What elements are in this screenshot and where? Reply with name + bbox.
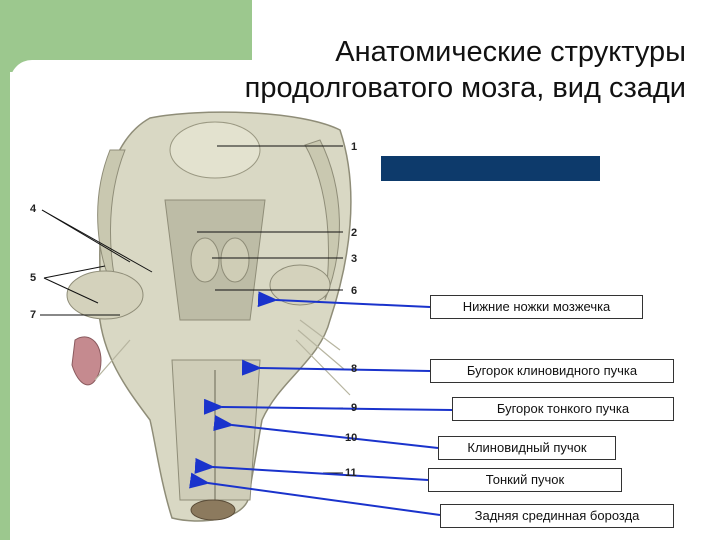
arrow-cuneate-tubercle [241, 359, 431, 376]
number-label-11: 11 [345, 467, 357, 479]
number-label-6: 6 [351, 285, 358, 297]
arrow-gracile-fasciculus [194, 457, 429, 481]
facial-colliculus-left [190, 237, 220, 283]
arrow-gracile-tubercle [203, 398, 453, 415]
number-label-10: 10 [345, 432, 358, 444]
number-label-9: 9 [351, 402, 358, 414]
facial-colliculus-right [220, 237, 250, 283]
colliculi-shape [169, 121, 261, 179]
spinal-cord-section [190, 499, 236, 521]
nerve-roots [94, 319, 351, 396]
blue-arrows [189, 291, 453, 516]
label-cuneate-fasciculus: Клиновидный пучок [438, 436, 616, 460]
title-line-2: продолговатого мозга, вид сзади [244, 72, 686, 104]
number-label-4: 4 [30, 203, 37, 215]
number-label-2: 2 [351, 227, 358, 239]
label-cuneate-tubercle: Бугорок клиновидного пучка [430, 359, 674, 383]
brainstem-drawing [66, 111, 352, 522]
label-posterior-median-sulcus: Задняя срединная борозда [440, 504, 674, 528]
decorative-green-edge [0, 0, 10, 540]
leader-line-5a [43, 265, 106, 279]
number-label-8: 8 [351, 363, 358, 375]
arrow-posterior-median-sulcus [189, 472, 441, 516]
title-line-1: Анатомические структуры [335, 36, 686, 68]
arrow-inferior-peduncles [257, 291, 431, 308]
left-lobe-shape [66, 270, 144, 320]
choroid-plexus-shape [71, 336, 102, 386]
medulla-lower-shape [171, 359, 261, 501]
number-label-7: 7 [30, 309, 37, 321]
leader-line-4b [41, 209, 131, 263]
number-label-5: 5 [30, 272, 37, 284]
label-gracile-fasciculus: Тонкий пучок [428, 468, 622, 492]
right-peduncle-shape [304, 139, 340, 301]
leader-line-5b [43, 277, 99, 304]
slide-title: Анатомические структуры продолговатого м… [86, 34, 686, 106]
label-inferior-peduncles: Нижние ножки мозжечка [430, 295, 643, 319]
arrow-cuneate-fasciculus [213, 415, 439, 449]
right-lobe-shape [269, 264, 331, 306]
label-gracile-tubercle: Бугорок тонкого пучка [452, 397, 674, 421]
hidden-answer-box [381, 156, 600, 181]
number-label-3: 3 [351, 253, 358, 265]
number-label-1: 1 [351, 141, 358, 153]
